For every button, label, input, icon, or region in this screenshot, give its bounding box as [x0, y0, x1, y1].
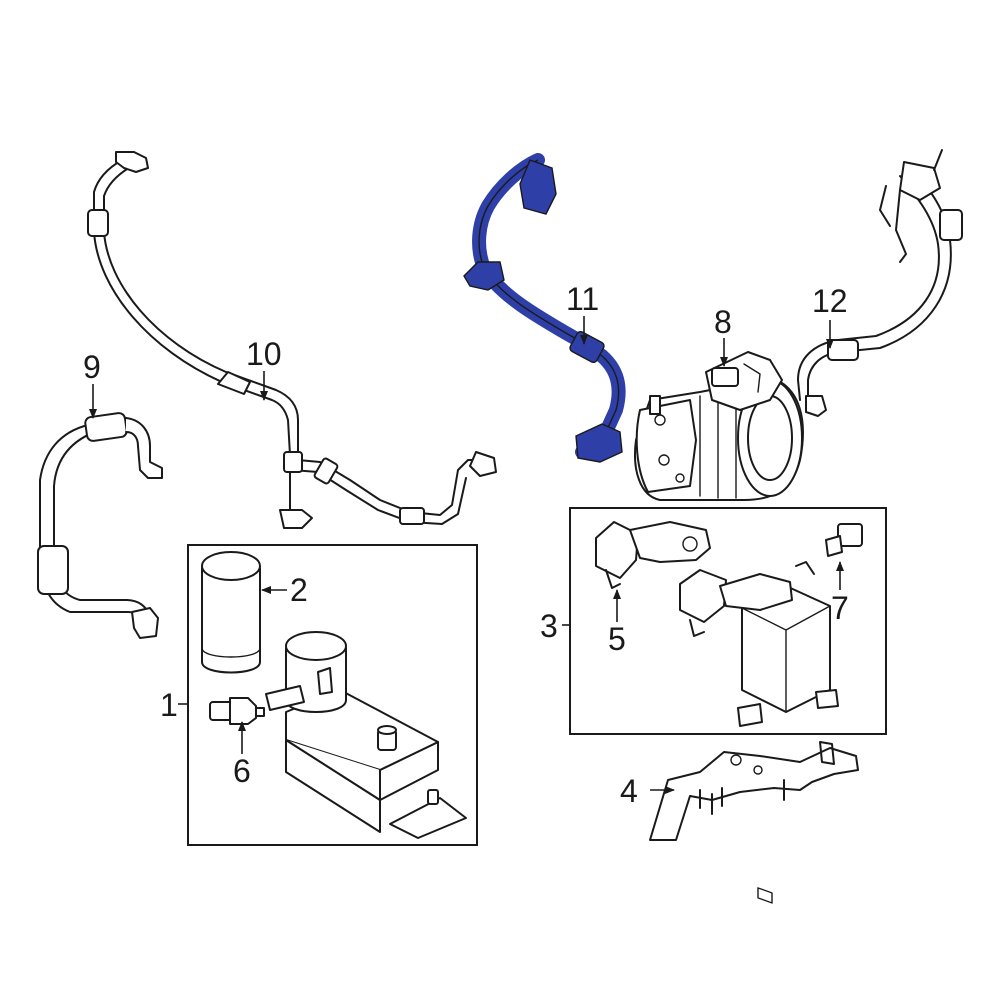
- part-4-bracket[interactable]: [649, 741, 859, 841]
- callout-10: 10: [246, 336, 282, 372]
- part-12-line[interactable]: [797, 149, 963, 417]
- part-8-compressor[interactable]: [634, 351, 804, 501]
- part-5-sensor[interactable]: [595, 521, 711, 589]
- callout-labels: 1 2 3 4 5 6 7 8 9 10 11 12: [83, 281, 849, 809]
- part-1-module[interactable]: [265, 631, 467, 839]
- leader-lines: [89, 316, 844, 794]
- callout-6: 6: [233, 753, 251, 789]
- part-7-sensor[interactable]: [825, 523, 863, 557]
- callout-1: 1: [160, 687, 178, 723]
- callout-4: 4: [620, 773, 638, 809]
- part-6-sensor[interactable]: [209, 697, 265, 725]
- callout-11: 11: [566, 281, 599, 317]
- part-3-assembly[interactable]: [679, 561, 839, 904]
- part-10-line[interactable]: [87, 151, 497, 529]
- callout-12: 12: [812, 283, 848, 319]
- callout-3: 3: [540, 608, 558, 644]
- part-11-hose-highlighted[interactable]: [463, 153, 626, 463]
- callout-8: 8: [714, 304, 732, 340]
- part-2-drier[interactable]: [201, 551, 261, 674]
- callout-5: 5: [608, 621, 626, 657]
- group-box-1: [187, 544, 478, 846]
- callout-9: 9: [83, 349, 101, 385]
- group-box-3: [569, 507, 887, 735]
- part-9-hose[interactable]: [37, 412, 163, 639]
- callout-7: 7: [831, 590, 849, 626]
- callout-2: 2: [290, 572, 308, 608]
